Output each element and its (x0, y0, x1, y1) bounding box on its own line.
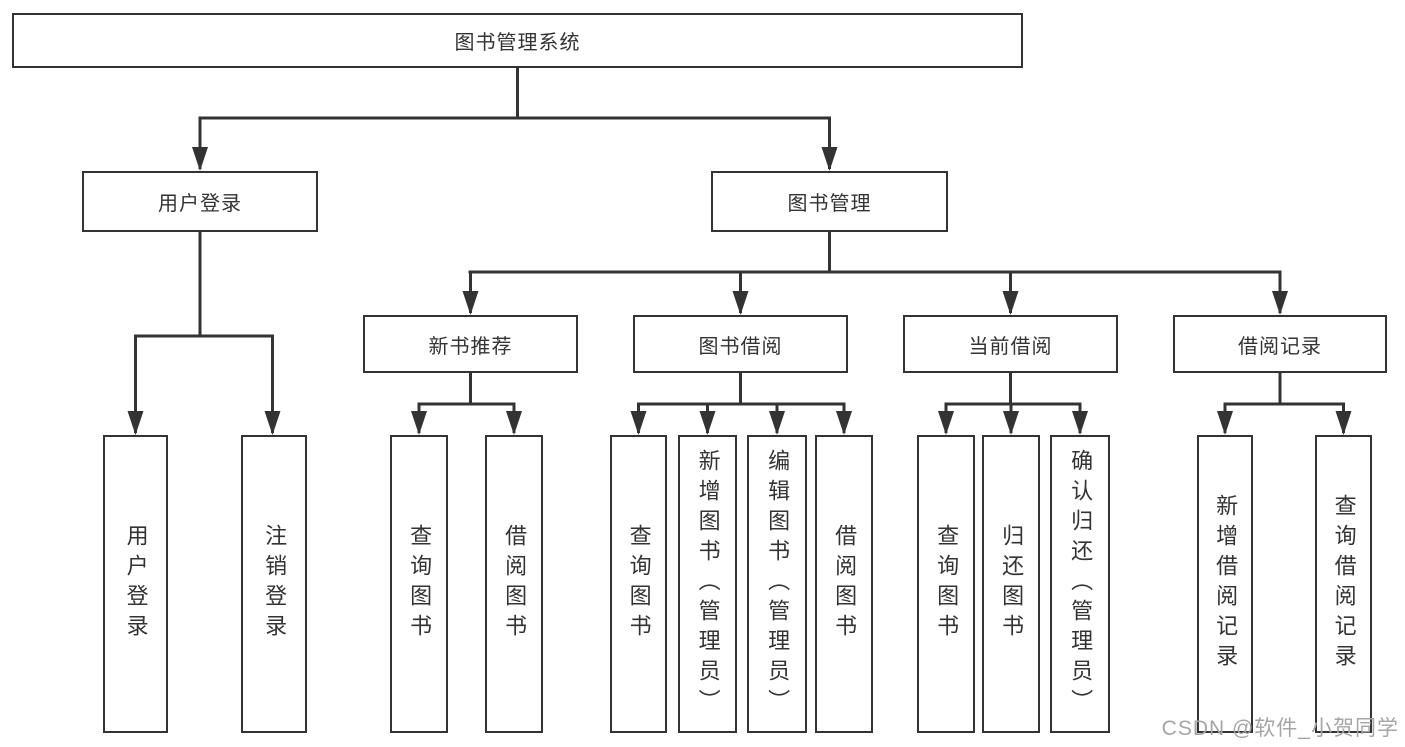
leaf-query-books-borrow-label: 查询图书 (626, 524, 652, 644)
leaf-edit-books-admin: 编辑图书（管理员） (747, 435, 807, 733)
leaf-query-borrow-record: 查询借阅记录 (1315, 435, 1372, 733)
leaf-query-books-recommend-label: 查询图书 (407, 524, 433, 644)
leaf-confirm-return-admin: 确认归还（管理员） (1050, 435, 1110, 733)
leaf-borrow-books-label: 借阅图书 (832, 524, 858, 644)
node-book-management: 图书管理 (711, 171, 948, 232)
node-borrow-records: 借阅记录 (1173, 315, 1387, 373)
node-book-management-label: 图书管理 (787, 193, 872, 215)
leaf-add-books-admin: 新增图书（管理员） (678, 435, 737, 733)
node-user-login: 用户登录 (82, 171, 318, 232)
leaf-logout-login: 注销登录 (241, 435, 307, 733)
node-library-system: 图书管理系统 (12, 13, 1023, 68)
node-new-book-recommend: 新书推荐 (363, 315, 578, 373)
leaf-add-books-admin-label: 新增图书（管理员） (695, 449, 721, 719)
node-user-login-label: 用户登录 (158, 193, 242, 215)
leaf-query-books-recommend: 查询图书 (390, 435, 448, 733)
connector-stems (134, 68, 1345, 406)
leaf-edit-books-admin-label: 编辑图书（管理员） (765, 449, 791, 719)
node-new-book-recommend-label: 新书推荐 (428, 335, 513, 358)
leaf-return-books-label: 归还图书 (999, 524, 1025, 644)
leaf-borrow-books-recommend: 借阅图书 (485, 435, 543, 733)
leaf-query-borrow-record-label: 查询借阅记录 (1331, 494, 1357, 674)
leaf-query-books-borrow: 查询图书 (610, 435, 667, 733)
watermark: CSDN @软件_小贺同学 (1161, 717, 1399, 740)
leaf-add-borrow-record-label: 新增借阅记录 (1213, 494, 1239, 674)
connector-arrows (127, 118, 1352, 435)
leaf-borrow-books: 借阅图书 (815, 435, 873, 733)
leaf-user-login-label: 用户登录 (123, 524, 149, 644)
leaf-return-books: 归还图书 (982, 435, 1040, 733)
leaf-query-books-current-label: 查询图书 (934, 524, 960, 644)
leaf-logout-login-label: 注销登录 (262, 524, 288, 644)
leaf-query-books-current: 查询图书 (917, 435, 975, 733)
node-library-system-label: 图书管理系统 (454, 32, 581, 54)
leaf-add-borrow-record: 新增借阅记录 (1197, 435, 1253, 733)
node-current-borrow: 当前借阅 (903, 315, 1118, 373)
node-borrow-records-label: 借阅记录 (1238, 335, 1322, 358)
node-book-borrow-label: 图书借阅 (698, 335, 783, 358)
node-current-borrow-label: 当前借阅 (968, 335, 1053, 358)
leaf-user-login: 用户登录 (103, 435, 168, 733)
leaf-confirm-return-admin-label: 确认归还（管理员） (1068, 449, 1094, 719)
leaf-borrow-books-recommend-label: 借阅图书 (502, 524, 528, 644)
node-book-borrow: 图书借阅 (633, 315, 848, 373)
